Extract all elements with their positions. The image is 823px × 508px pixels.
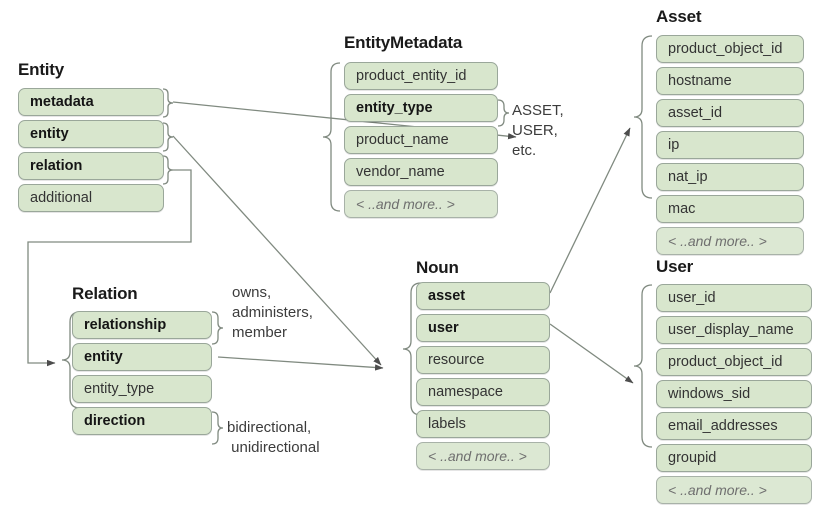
bracket-entity-type-values <box>497 99 510 127</box>
group-title-asset: Asset <box>656 7 702 26</box>
row-user-product-object-id[interactable]: product_object_id <box>656 348 812 376</box>
row-user-windows-sid[interactable]: windows_sid <box>656 380 812 408</box>
row-asset-ip[interactable]: ip <box>656 131 804 159</box>
row-user-and-more[interactable]: < ..and more.. > <box>656 476 812 504</box>
row-asset-nat-ip[interactable]: nat_ip <box>656 163 804 191</box>
row-em-and-more[interactable]: < ..and more.. > <box>344 190 498 218</box>
row-noun-and-more[interactable]: < ..and more.. > <box>416 442 550 470</box>
bracket-group-user <box>633 284 653 448</box>
annotation-entity-type-values: ASSET, USER, etc. <box>512 102 564 159</box>
row-user-user-id[interactable]: user_id <box>656 284 812 312</box>
row-asset-mac[interactable]: mac <box>656 195 804 223</box>
row-noun-namespace[interactable]: namespace <box>416 378 550 406</box>
edge-user-to-user <box>549 323 634 384</box>
row-asset-and-more[interactable]: < ..and more.. > <box>656 227 804 255</box>
rows-user: user_id user_display_name product_object… <box>656 284 812 508</box>
row-noun-user[interactable]: user <box>416 314 550 342</box>
group-title-user: User <box>656 257 694 276</box>
row-em-product-name[interactable]: product_name <box>344 126 498 154</box>
row-user-email-addresses[interactable]: email_addresses <box>656 412 812 440</box>
rows-asset: product_object_id hostname asset_id ip n… <box>656 35 804 259</box>
row-entity-relation[interactable]: relation <box>18 152 164 180</box>
row-em-entity-type[interactable]: entity_type <box>344 94 498 122</box>
row-relation-entity[interactable]: entity <box>72 343 212 371</box>
bracket-relationship-values <box>211 311 224 345</box>
row-entity-metadata[interactable]: metadata <box>18 88 164 116</box>
row-asset-product-object-id[interactable]: product_object_id <box>656 35 804 63</box>
rows-entity: metadata entity relation additional <box>18 88 164 216</box>
edge-relationentity-to-noun <box>217 356 384 371</box>
row-noun-labels[interactable]: labels <box>416 410 550 438</box>
row-em-vendor-name[interactable]: vendor_name <box>344 158 498 186</box>
rows-relation: relationship entity entity_type directio… <box>72 311 212 439</box>
bracket-entity-relation <box>162 155 174 185</box>
group-title-entity: Entity <box>18 60 65 79</box>
rows-entitymetadata: product_entity_id entity_type product_na… <box>344 62 498 222</box>
row-user-groupid[interactable]: groupid <box>656 444 812 472</box>
bracket-direction-values <box>211 411 224 445</box>
row-asset-hostname[interactable]: hostname <box>656 67 804 95</box>
annotation-relationship-values: owns, administers, member <box>232 284 313 341</box>
row-relation-entity-type[interactable]: entity_type <box>72 375 212 403</box>
row-entity-additional[interactable]: additional <box>18 184 164 212</box>
rows-noun: asset user resource namespace labels < .… <box>416 282 550 474</box>
row-asset-asset-id[interactable]: asset_id <box>656 99 804 127</box>
row-relation-direction[interactable]: direction <box>72 407 212 435</box>
bracket-entity-entity <box>162 122 174 152</box>
row-relation-relationship[interactable]: relationship <box>72 311 212 339</box>
row-noun-resource[interactable]: resource <box>416 346 550 374</box>
bracket-entity-metadata <box>162 88 174 118</box>
group-title-relation: Relation <box>72 284 138 303</box>
annotation-direction-values: bidirectional, unidirectional <box>227 419 320 456</box>
row-em-product-entity-id[interactable]: product_entity_id <box>344 62 498 90</box>
row-entity-entity[interactable]: entity <box>18 120 164 148</box>
group-title-entitymetadata: EntityMetadata <box>344 33 463 52</box>
row-user-display-name[interactable]: user_display_name <box>656 316 812 344</box>
group-title-noun: Noun <box>416 258 459 277</box>
row-noun-asset[interactable]: asset <box>416 282 550 310</box>
bracket-group-entitymetadata <box>322 62 341 212</box>
bracket-group-asset <box>633 35 653 199</box>
